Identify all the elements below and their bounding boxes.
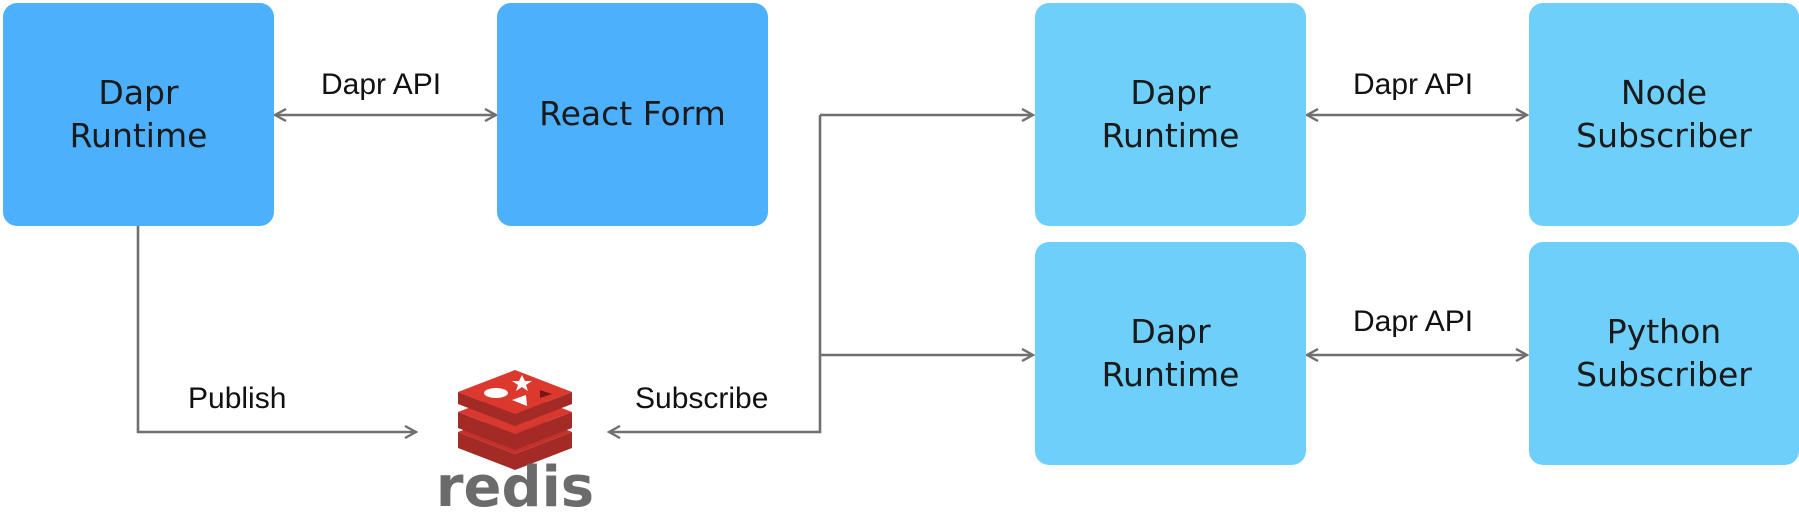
subscribe-connector	[609, 115, 822, 432]
subscribe-label: Subscribe	[635, 382, 769, 415]
publish-label: Publish	[188, 382, 287, 415]
node-dapr-runtime-box: Dapr Runtime	[1035, 3, 1306, 226]
dapr-api-label-top-left: Dapr API	[321, 68, 442, 101]
publish-connector	[136, 226, 416, 432]
redis-wordmark: redis	[436, 455, 594, 510]
publisher-dapr-runtime-box: Dapr Runtime	[3, 3, 274, 226]
python-subscriber-box: Python Subscriber	[1529, 242, 1799, 465]
node-subscriber-box: Node Subscriber	[1529, 3, 1799, 226]
dapr-api-label-top-right: Dapr API	[1353, 68, 1474, 101]
dapr-api-label-bottom-right: Dapr API	[1353, 305, 1474, 338]
redis-logo: redis	[430, 362, 600, 515]
react-form-box: React Form	[497, 3, 768, 226]
redis-logo-icon: redis	[436, 370, 594, 515]
python-dapr-runtime-box: Dapr Runtime	[1035, 242, 1306, 465]
